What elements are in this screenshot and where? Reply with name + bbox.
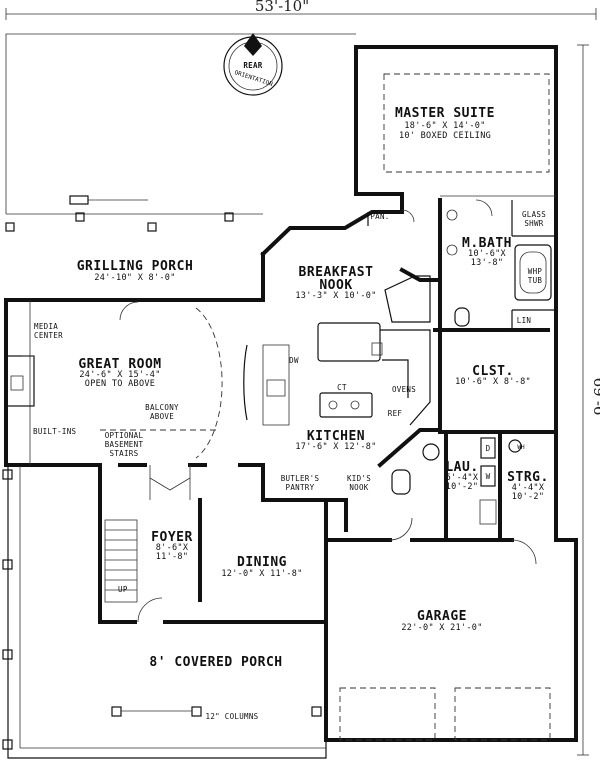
lin-label: LIN	[517, 316, 531, 325]
foyer-name: FOYER	[151, 530, 193, 545]
master-suite-note: 10' BOXED CEILING	[399, 131, 491, 141]
clst-size: 10'-6" X 8'-8"	[455, 377, 531, 387]
lau-size2: 10'-2"	[446, 482, 479, 492]
optional-stairs-line1: OPTIONAL	[105, 431, 144, 440]
wh-label: WH	[517, 444, 525, 451]
glass-shwr-line2: SHWR	[524, 219, 543, 228]
dining-size: 12'-0" X 11'-8"	[221, 569, 302, 579]
dryer-label: D	[486, 444, 491, 453]
foyer-stairs	[104, 519, 138, 603]
mbath-name: M.BATH	[462, 236, 512, 251]
ct-label: CT	[337, 383, 347, 392]
garage-size: 22'-0" X 21'-0"	[401, 623, 482, 633]
great-room-name: GREAT ROOM	[78, 357, 161, 372]
clst-name: CLST.	[472, 364, 514, 379]
lau-size1: 5'-4"X	[446, 473, 479, 483]
ref-label: REF	[388, 409, 403, 418]
great-room-note: OPEN TO ABOVE	[85, 379, 155, 389]
balcony-line1: BALCONY	[145, 403, 179, 412]
columns-label: 12" COLUMNS	[206, 712, 259, 721]
foyer-size2: 11'-8"	[156, 552, 189, 562]
orientation-rear: REAR	[243, 61, 262, 70]
built-ins-label: BUILT-INS	[33, 427, 77, 436]
breakfast-name1: BREAKFAST	[299, 265, 374, 280]
kitchen-size: 17'-6" X 12'-8"	[295, 442, 376, 452]
mbath-size1: 10'-6"X	[468, 249, 507, 259]
depth-label: 69'-6"	[590, 378, 600, 423]
walls	[4, 45, 578, 742]
foyer-size1: 8'-6"X	[156, 543, 189, 553]
media-center-line1: MEDIA	[34, 322, 58, 331]
pan-label: PAN.	[370, 212, 389, 221]
kids-nook-line2: NOOK	[349, 483, 368, 492]
up-label: UP	[118, 585, 128, 594]
strg-size2: 10'-2"	[512, 492, 545, 502]
great-room-size: 24'-6" X 15'-4"	[79, 370, 160, 380]
orientation-text: ORIENTATION	[233, 69, 273, 88]
grilling-porch-name: GRILLING PORCH	[77, 259, 194, 274]
grilling-porch-size: 24'-10" X 8'-0"	[94, 273, 175, 283]
optional-stairs-line2: BASEMENT	[105, 440, 144, 449]
width-label: 53'-10"	[255, 0, 309, 15]
optional-stairs-line3: STAIRS	[110, 449, 139, 458]
mbath-size2: 13'-8"	[471, 258, 504, 268]
master-suite-name: MASTER SUITE	[395, 106, 495, 121]
strg-name: STRG.	[507, 470, 549, 485]
balcony-line2: ABOVE	[150, 412, 174, 421]
breakfast-size: 13'-3" X 10'-0"	[295, 291, 376, 301]
width-dimension	[5, 8, 597, 20]
master-suite-size: 18'-6" X 14'-0"	[404, 121, 485, 131]
ovens-label: OVENS	[392, 385, 416, 394]
whp-tub-line1: WHP	[528, 267, 543, 276]
garage-name: GARAGE	[417, 609, 467, 624]
whp-tub-line2: TUB	[528, 276, 543, 285]
covered-porch-name: 8' COVERED PORCH	[149, 655, 282, 670]
media-center-line2: CENTER	[34, 331, 63, 340]
kitchen-name: KITCHEN	[307, 429, 365, 444]
strg-size1: 4'-4"X	[512, 483, 545, 493]
washer-label: W	[486, 472, 491, 481]
orientation-badge: REAR ORIENTATION	[223, 33, 283, 96]
glass-shwr-line1: GLASS	[522, 210, 546, 219]
breakfast-name2: NOOK	[319, 278, 352, 293]
butlers-pantry-line2: PANTRY	[286, 483, 315, 492]
dining-name: DINING	[237, 555, 287, 570]
dw-label: DW	[289, 356, 299, 365]
butlers-pantry-line1: BUTLER'S	[281, 474, 320, 483]
depth-dimension	[577, 44, 589, 756]
lau-name: LAU.	[445, 460, 478, 475]
kids-nook-line1: KID'S	[347, 474, 371, 483]
front-porch	[2, 466, 327, 759]
